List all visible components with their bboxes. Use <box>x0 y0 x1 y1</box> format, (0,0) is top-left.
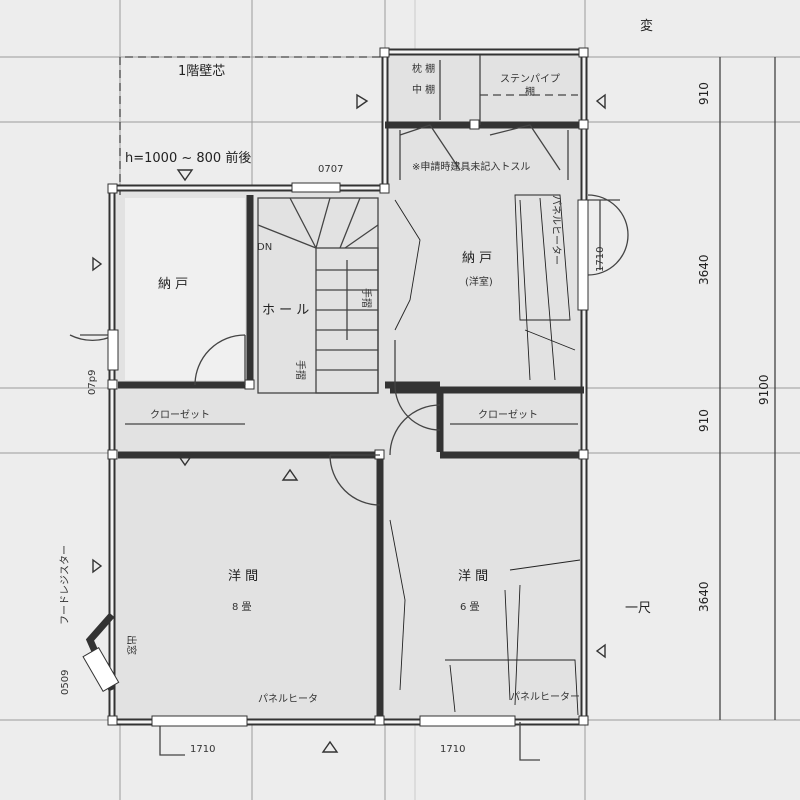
western-room-left-label: 洋 間 <box>228 569 258 584</box>
western-room-right-size: 6 畳 <box>460 601 480 613</box>
doors <box>69 194 629 761</box>
dimension-910-top: 910 <box>697 82 711 105</box>
stairs-dn-label: DN <box>257 242 272 253</box>
dimension-910-middle: 910 <box>697 409 711 432</box>
panel-heater-left-label: パネルヒータ <box>258 693 318 705</box>
right-window-code: 1710 <box>595 247 606 272</box>
dimension-total-9100: 9100 <box>757 374 771 405</box>
handwritten-top: 変 <box>640 18 653 34</box>
western-room-right-label: 洋 間 <box>458 569 488 584</box>
handrail-label-2: 手摺 <box>294 360 307 380</box>
left-window-code: 07p9 <box>87 370 98 395</box>
storage-left-label: 納 戸 <box>158 277 188 292</box>
bottom-window-right-code: 1710 <box>440 744 465 755</box>
dimension-3640-upper: 3640 <box>697 254 711 285</box>
bay-window-label: 出窓 <box>125 635 138 655</box>
fittings-note: ※申請時建具未記入トスル <box>412 160 530 173</box>
window-height-note: h=1000 ~ 800 前後 <box>125 150 251 166</box>
shelf-right-label: 棚 <box>525 85 535 98</box>
columns <box>107 47 589 726</box>
staircase <box>257 197 379 394</box>
panel-heater-right-label: パネルヒーター <box>510 691 580 703</box>
top-window-code: 0707 <box>318 164 343 175</box>
storage-right-note: (洋室) <box>465 275 493 288</box>
western-room-left-size: 8 畳 <box>232 601 252 613</box>
elevation-markers <box>92 93 606 753</box>
storage-right-label: 納 戸 <box>462 251 492 266</box>
closet-right-label: クローゼット <box>478 409 538 421</box>
closet-rods <box>125 94 578 425</box>
handwritten-right: 一尺 <box>625 601 651 616</box>
panel-heater-vertical-label: パネルヒーター <box>550 195 562 265</box>
bottom-window-left-code: 1710 <box>190 744 215 755</box>
closet-left-label: クローゼット <box>150 409 210 421</box>
hand-sketch-marks <box>389 194 581 716</box>
handrail-label-1: 手摺 <box>360 288 373 308</box>
dimension-3640-lower: 3640 <box>697 581 711 612</box>
wall-center-line <box>119 56 385 195</box>
dimension-lines <box>719 57 776 720</box>
windows <box>82 182 589 727</box>
hall-label: ホ ー ル <box>262 303 309 318</box>
stainless-pipe-label: ステンパイプ <box>500 73 560 85</box>
pillow-shelf-label: 枕 棚 <box>412 62 435 75</box>
hood-register-label: フードレジスター <box>59 545 71 625</box>
middle-shelf-label: 中 棚 <box>412 83 435 96</box>
wall-center-label: 1階壁芯 <box>178 64 225 79</box>
bay-window-code: 0509 <box>60 670 71 695</box>
